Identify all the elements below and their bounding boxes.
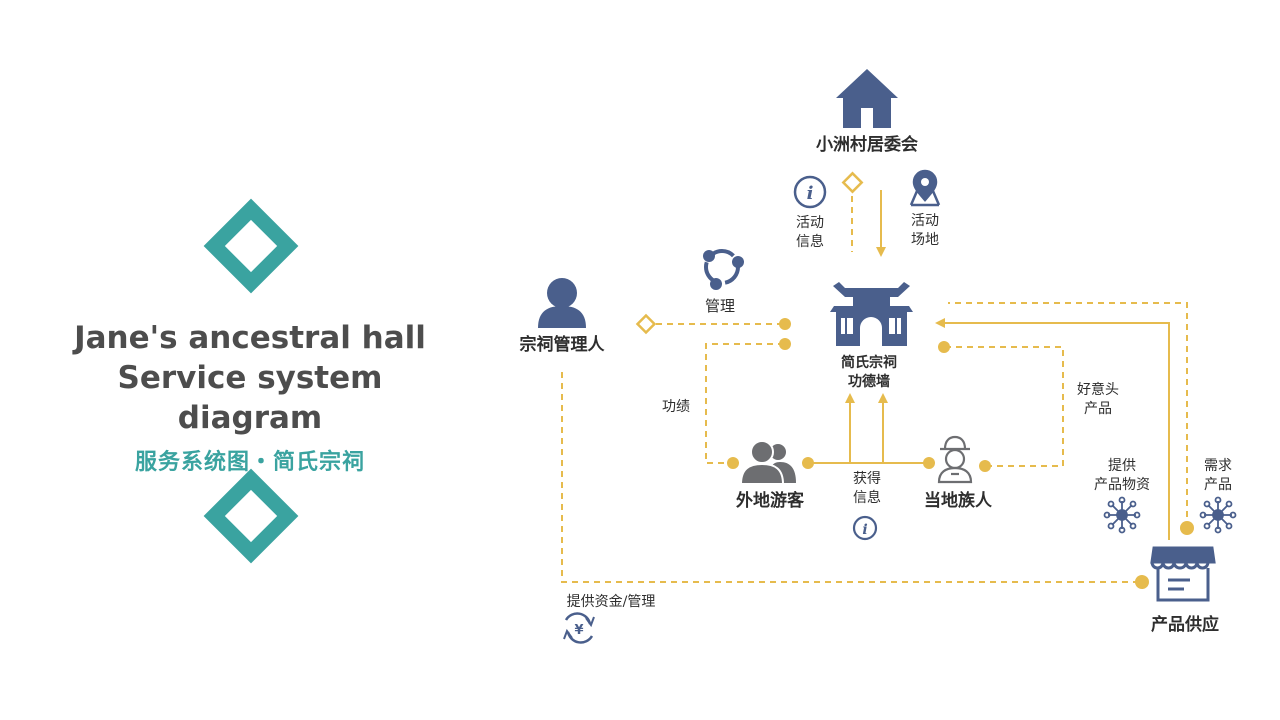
edge-demand xyxy=(935,318,1170,540)
label-venue-1: 活动 xyxy=(911,213,939,229)
label-merit: 功绩 xyxy=(662,399,690,415)
temple-icon xyxy=(830,282,913,346)
info-icon: i xyxy=(852,515,878,541)
location-icon xyxy=(909,169,941,207)
node-hall-line2: 功德墙 xyxy=(848,373,890,390)
svg-text:i: i xyxy=(862,522,867,538)
diamond-icon xyxy=(841,171,864,194)
label-provide-materials-1: 提供 xyxy=(1108,458,1136,474)
share-icon xyxy=(703,249,744,290)
shop-icon xyxy=(1150,546,1216,602)
edge-good-luck xyxy=(946,346,1064,467)
node-locals: 当地族人 xyxy=(924,490,993,511)
label-get-info-1: 获得 xyxy=(853,470,881,487)
labels: 小洲村居委会 活动 信息 活动 场地 管理 宗祠管理人 简氏宗祠 功德墙 功绩 … xyxy=(520,134,1233,635)
label-demand-2: 产品 xyxy=(1204,477,1232,493)
connections xyxy=(561,190,1188,583)
edge-merit xyxy=(705,343,782,464)
node-supplier: 产品供应 xyxy=(1151,614,1219,635)
label-activity-info-2: 信息 xyxy=(796,233,824,250)
edge-funds xyxy=(561,372,1140,583)
label-manage: 管理 xyxy=(705,297,735,315)
label-funds: 提供资金/管理 xyxy=(567,594,656,610)
node-committee: 小洲村居委会 xyxy=(816,134,918,155)
yuan-exchange-icon: ¥ xyxy=(563,612,595,644)
network-icon xyxy=(1103,496,1141,534)
label-get-info-2: 信息 xyxy=(853,489,881,506)
label-activity-info-1: 活动 xyxy=(796,215,824,231)
network-icon xyxy=(1199,496,1237,534)
person-icon xyxy=(538,278,586,328)
label-venue-2: 场地 xyxy=(911,232,939,248)
title-en-line2: Service system diagram xyxy=(117,360,383,436)
title-block: Jane's ancestral hall Service system dia… xyxy=(40,318,460,476)
label-provide-materials-2: 产品物资 xyxy=(1094,477,1150,493)
node-hall-line1: 简氏宗祠 xyxy=(841,354,897,371)
node-manager: 宗祠管理人 xyxy=(520,334,606,355)
title-en-line1: Jane's ancestral hall xyxy=(74,320,426,356)
edge-provide xyxy=(948,302,1188,528)
info-icon: i xyxy=(793,175,827,209)
diamond-decoration-top xyxy=(203,198,299,294)
farmer-icon xyxy=(937,435,973,484)
label-good-luck-2: 产品 xyxy=(1084,401,1112,417)
diamond-decoration-bottom xyxy=(203,468,299,564)
node-tourists: 外地游客 xyxy=(736,490,805,511)
group-icon xyxy=(739,440,796,485)
connection-dots xyxy=(727,318,1194,589)
house-icon xyxy=(836,69,898,128)
label-demand-1: 需求 xyxy=(1204,458,1232,474)
diamond-icon xyxy=(635,313,657,335)
svg-text:¥: ¥ xyxy=(574,623,583,638)
label-good-luck-1: 好意头 xyxy=(1077,381,1119,398)
svg-text:i: i xyxy=(807,183,814,204)
